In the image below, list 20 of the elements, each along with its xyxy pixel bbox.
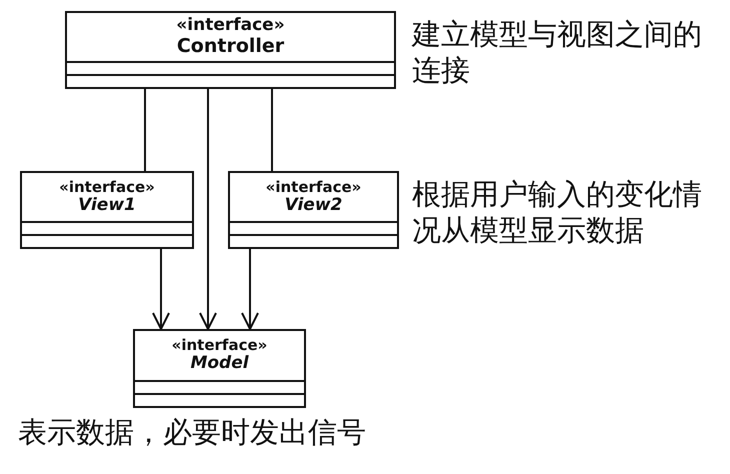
note-text: 表示数据，必要时发出信号 — [18, 414, 367, 450]
stereotype-label: «interface» — [266, 178, 362, 196]
stereotype-label: «interface» — [59, 178, 155, 196]
note-text: 根据用户输入的变化情况从模型显示数据 — [412, 176, 703, 248]
interface-class-box — [228, 171, 399, 249]
interface-class-box — [20, 171, 194, 249]
stereotype-label: «interface» — [172, 337, 268, 354]
connector-line — [144, 89, 146, 171]
interface-class-box — [133, 329, 306, 408]
connector-line — [271, 89, 273, 171]
stereotype-label: «interface» — [176, 16, 285, 36]
class-name: View2 — [284, 196, 342, 216]
note-text: 建立模型与视图之间的连接 — [412, 16, 702, 88]
class-name: Controller — [176, 36, 284, 58]
arrow — [199, 89, 217, 330]
class-name: Model — [190, 354, 249, 374]
arrow — [241, 249, 259, 330]
class-name: View1 — [78, 196, 136, 216]
interface-class-box — [65, 11, 396, 89]
arrow — [152, 249, 170, 330]
